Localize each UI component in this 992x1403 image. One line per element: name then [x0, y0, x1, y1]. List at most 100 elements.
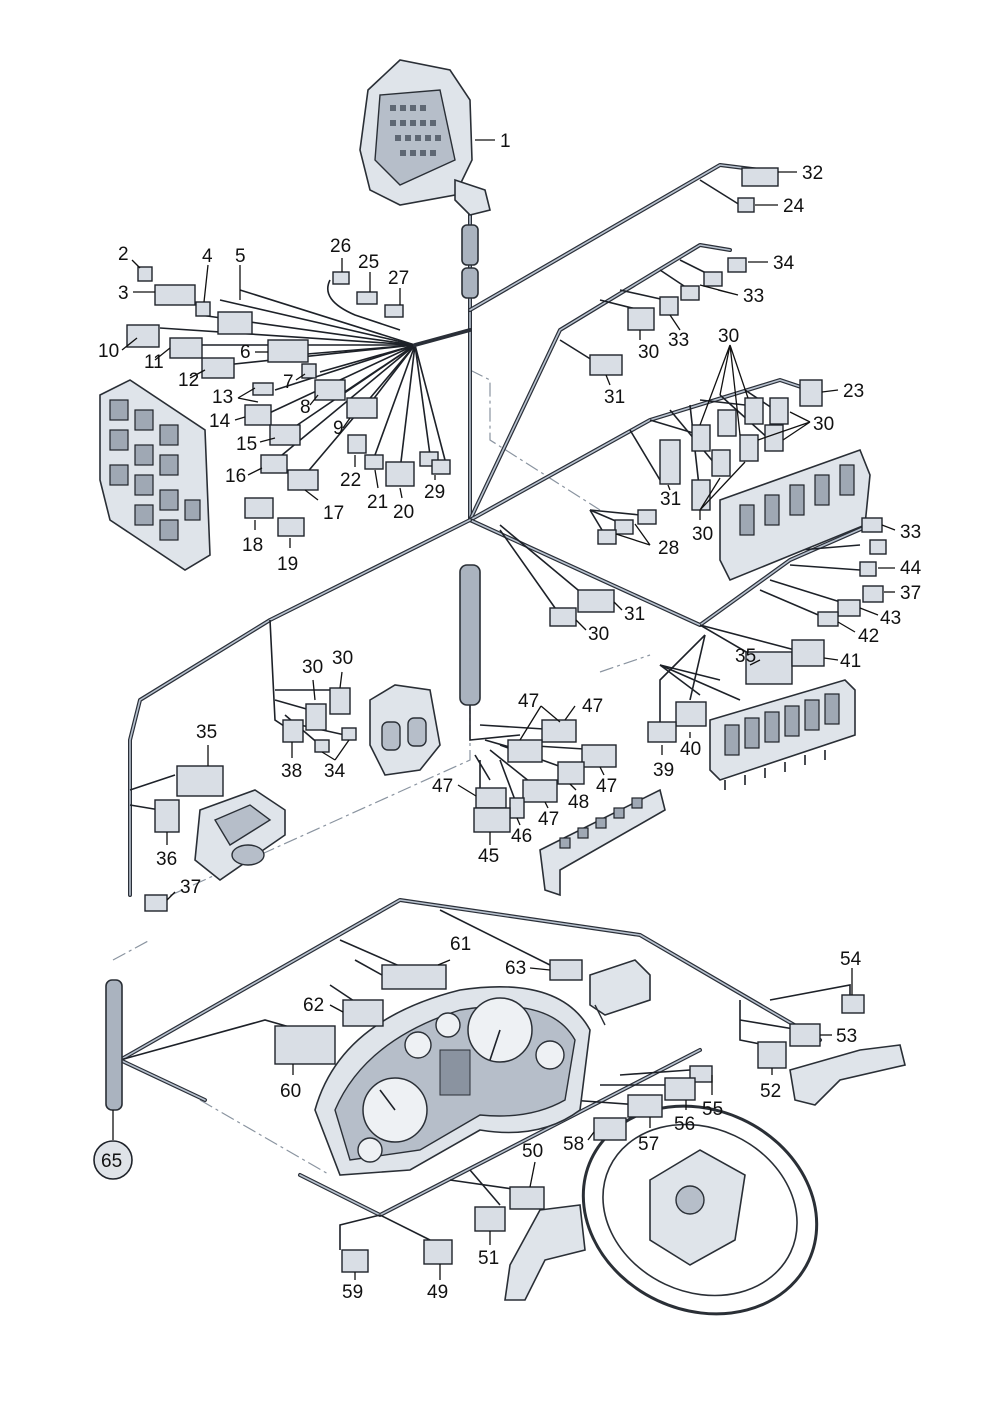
callout-62: 62 — [303, 995, 324, 1016]
callout-34-top: 34 — [773, 253, 795, 274]
callout-2: 2 — [118, 244, 129, 265]
callout-26: 26 — [330, 236, 351, 257]
control-unit-small — [589, 959, 651, 1026]
connector-12 — [201, 357, 235, 379]
callout-35-left: 35 — [196, 722, 217, 743]
connector-17 — [287, 469, 319, 491]
callout-47-b: 47 — [582, 696, 603, 717]
connector-27 — [384, 304, 404, 318]
connector-33c — [861, 517, 887, 555]
connector-10 — [126, 324, 160, 348]
connector-52 — [757, 1041, 787, 1069]
connector-54 — [841, 994, 865, 1014]
callout-47-d: 47 — [596, 776, 617, 797]
callout-30-left-a: 30 — [302, 657, 323, 678]
connector-47b — [507, 739, 543, 763]
connector-8 — [314, 379, 346, 401]
callout-13: 13 — [212, 387, 233, 408]
connector-47c — [475, 787, 507, 809]
callout-48: 48 — [568, 792, 589, 813]
connector-31c — [577, 589, 615, 613]
callout-3: 3 — [118, 283, 129, 304]
callout-25: 25 — [358, 252, 379, 273]
callout-34-lower: 34 — [324, 761, 346, 782]
callout-19: 19 — [277, 554, 298, 575]
callout-55: 55 — [702, 1099, 723, 1120]
steering-wheel — [581, 1104, 819, 1316]
connector-41 — [791, 639, 825, 667]
connector-30a — [627, 307, 655, 331]
callout-57: 57 — [638, 1134, 659, 1155]
connector-22 — [347, 434, 367, 454]
callout-leaders — [112, 139, 896, 1280]
callout-47-c: 47 — [432, 776, 453, 797]
connector-24 — [737, 197, 755, 213]
connector-62 — [342, 999, 384, 1027]
callout-44: 44 — [900, 558, 922, 579]
callout-36: 36 — [156, 849, 177, 870]
connector-39 — [647, 721, 677, 743]
steering-column-stalk-left — [504, 1204, 586, 1301]
connector-29 — [419, 451, 451, 475]
connector-34b — [314, 727, 357, 753]
callout-4: 4 — [202, 246, 213, 267]
callout-40: 40 — [680, 739, 701, 760]
connector-30d — [691, 479, 711, 511]
connector-38 — [282, 719, 304, 743]
connector-57 — [627, 1094, 663, 1118]
callout-15: 15 — [236, 434, 257, 455]
connector-30f — [329, 687, 351, 715]
connector-5 — [217, 311, 253, 335]
connector-30e — [549, 607, 577, 627]
connector-33b — [659, 296, 679, 316]
callout-59: 59 — [342, 1282, 363, 1303]
lower-harness-wires — [105, 564, 851, 1250]
callout-53: 53 — [836, 1026, 857, 1047]
callout-20: 20 — [393, 502, 414, 523]
relay-carrier-left — [99, 379, 211, 571]
connector-7 — [301, 363, 317, 379]
callout-47-e: 47 — [538, 809, 559, 830]
callout-30-right: 30 — [813, 414, 834, 435]
callout-46: 46 — [511, 826, 532, 847]
connector-47d — [581, 744, 617, 768]
connector-3 — [154, 284, 196, 306]
connector-60 — [274, 1025, 336, 1065]
callout-17: 17 — [323, 503, 344, 524]
central-electrics-box — [359, 59, 491, 299]
callout-24: 24 — [783, 196, 805, 217]
mounting-bracket — [369, 684, 441, 776]
connector-43 — [837, 599, 861, 617]
connector-6 — [267, 339, 309, 363]
connector-11 — [169, 337, 203, 359]
connector-49 — [423, 1239, 453, 1265]
connector-26 — [332, 271, 350, 285]
connector-21 — [364, 454, 384, 470]
callout-27: 27 — [388, 268, 409, 289]
callout-30-left-b: 30 — [332, 648, 353, 669]
callout-58: 58 — [563, 1134, 584, 1155]
connector-28 — [597, 509, 657, 545]
callout-16: 16 — [225, 466, 246, 487]
connector-45 — [473, 807, 511, 833]
connector-31b — [659, 439, 681, 485]
connector-46 — [509, 797, 525, 819]
callout-39: 39 — [653, 760, 674, 781]
connector-30-cluster — [691, 397, 789, 477]
connector-56 — [664, 1077, 696, 1101]
fuse-holder-bracket — [709, 679, 856, 790]
callout-7: 7 — [283, 372, 294, 393]
callout-47-a: 47 — [518, 691, 539, 712]
callout-56: 56 — [674, 1114, 695, 1135]
connector-19 — [277, 517, 305, 537]
callout-37-right: 37 — [900, 583, 921, 604]
callout-65-circle — [93, 1140, 133, 1180]
callout-35-right: 35 — [735, 646, 756, 667]
callout-31-upper: 31 — [604, 387, 625, 408]
connector-63 — [549, 959, 583, 981]
connector-15 — [269, 424, 301, 446]
callout-61: 61 — [450, 934, 471, 955]
callout-30-mid: 30 — [638, 342, 659, 363]
callout-41: 41 — [840, 651, 861, 672]
callout-30-lower: 30 — [588, 624, 609, 645]
